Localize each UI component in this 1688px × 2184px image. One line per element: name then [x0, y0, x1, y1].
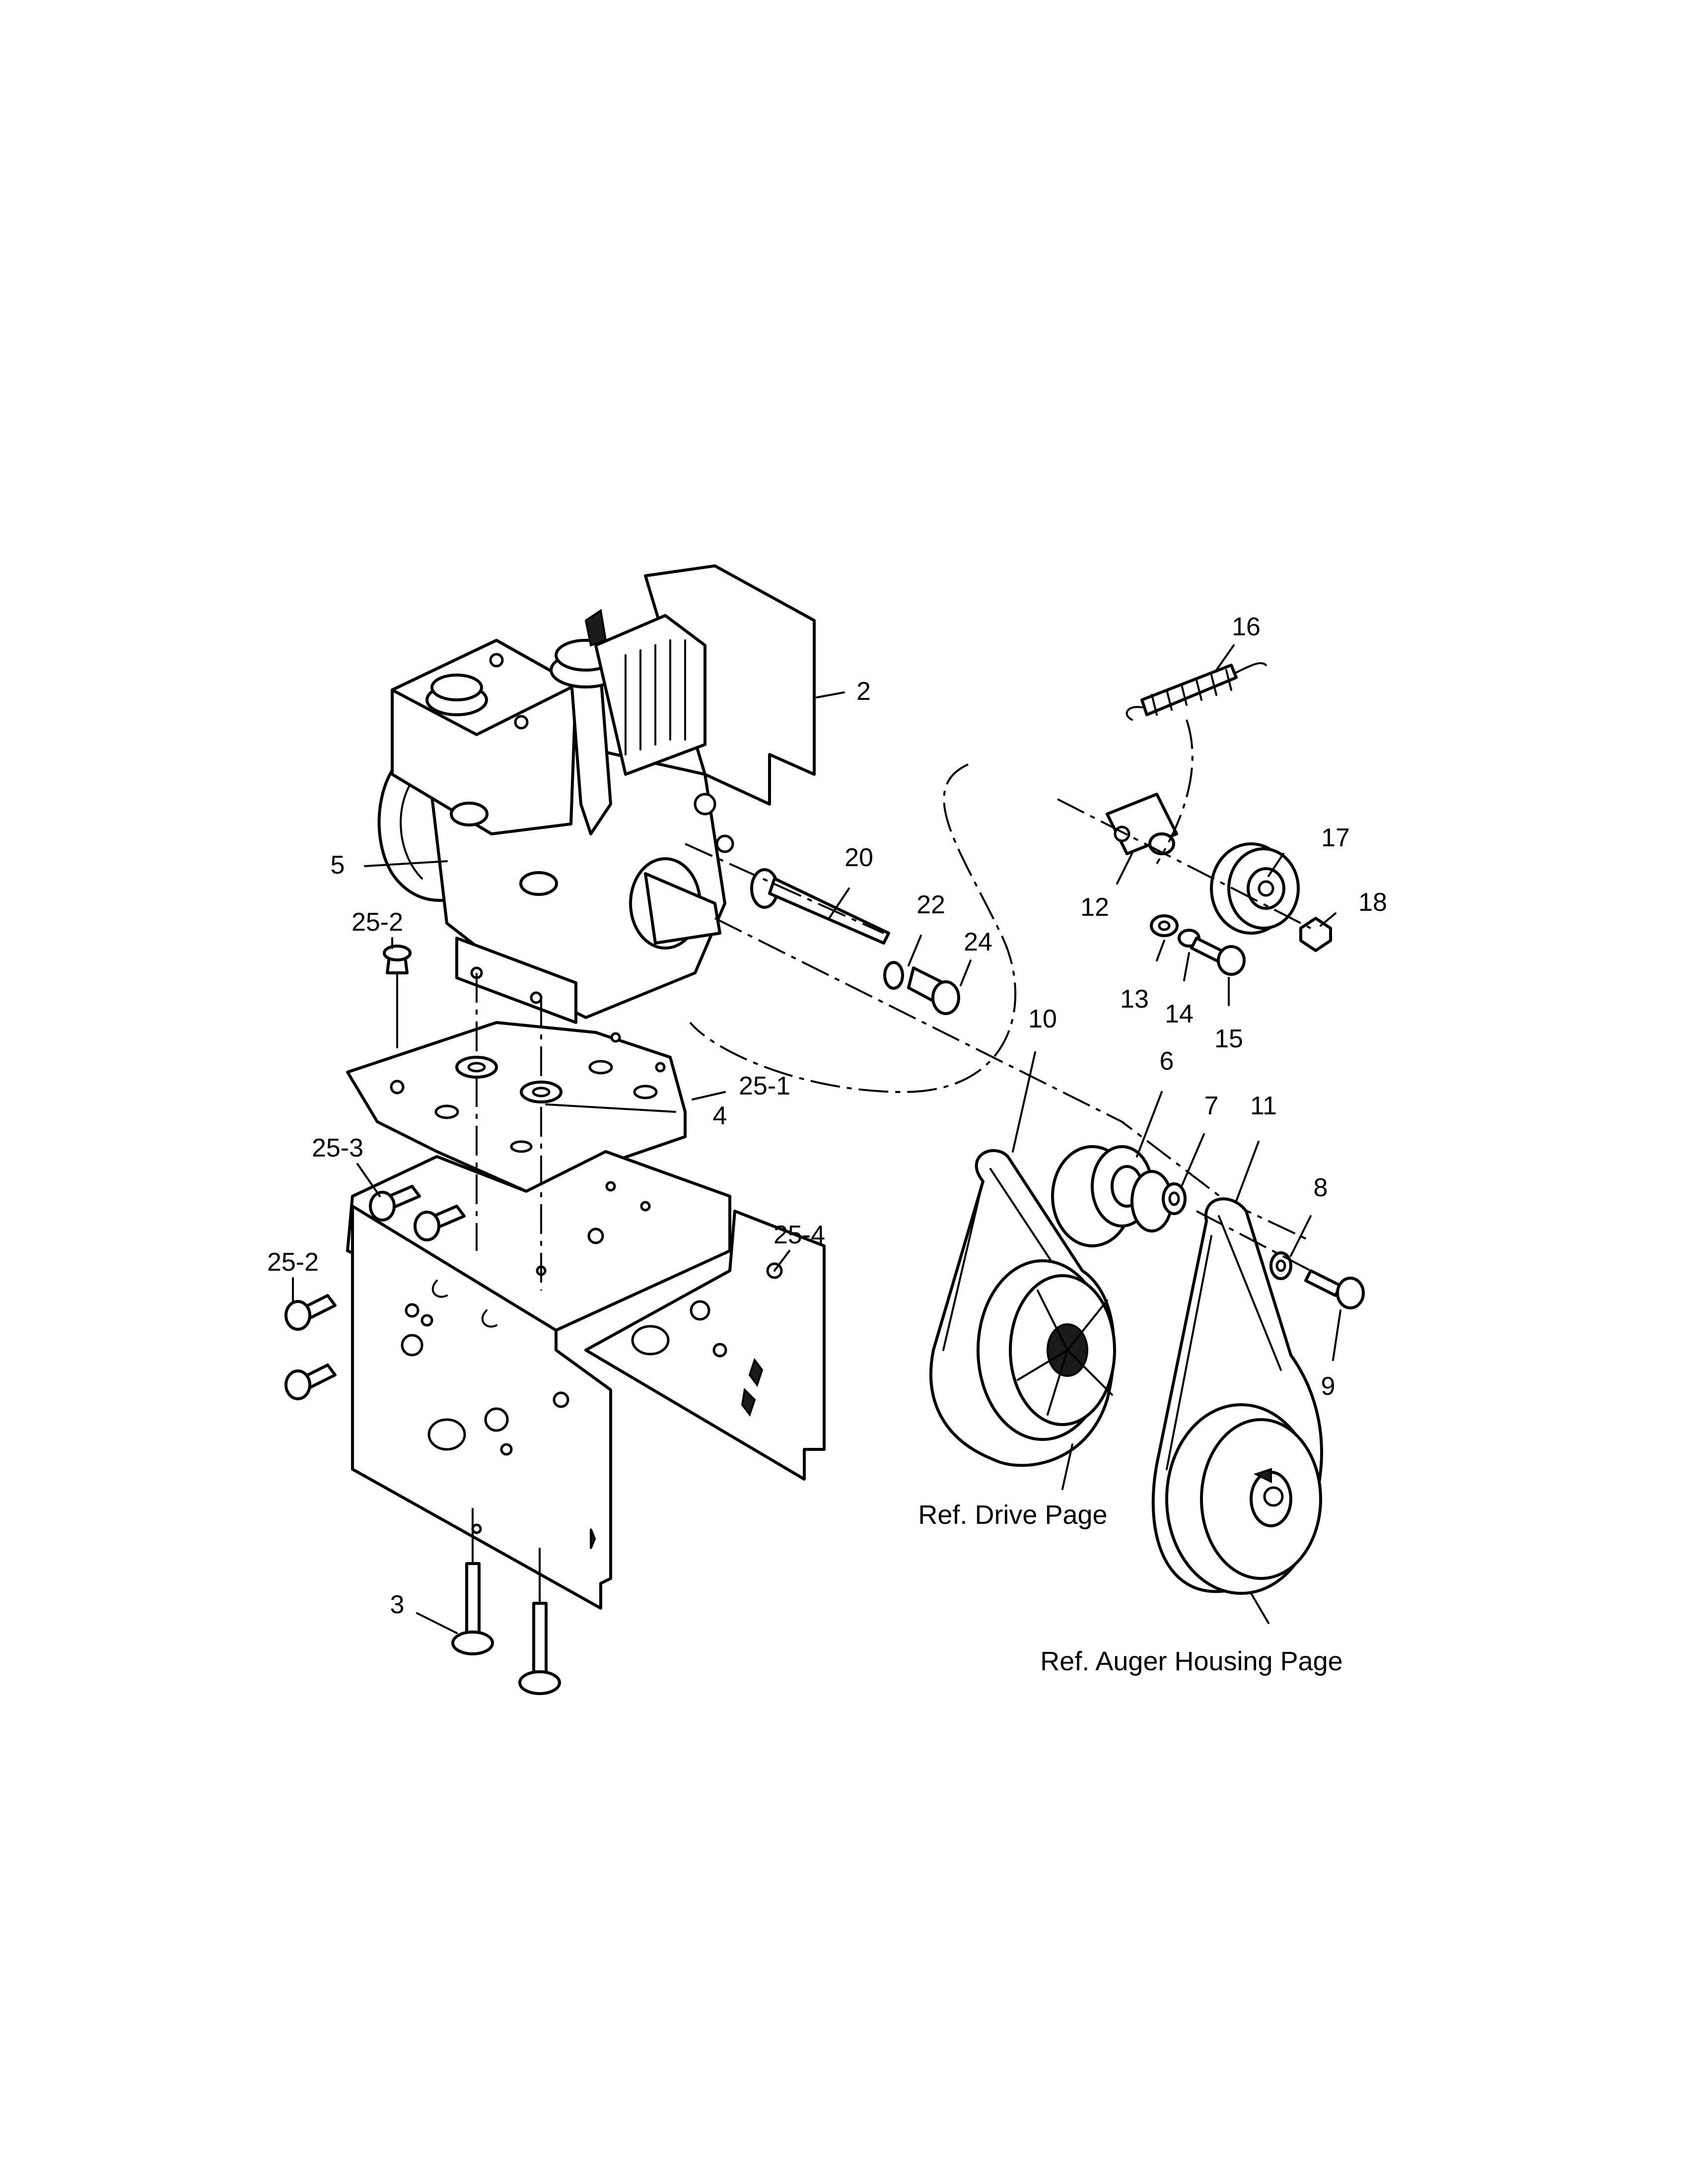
callout-5: 5: [331, 851, 345, 880]
callout-25-2-top: 25-2: [352, 908, 403, 937]
callout-6: 6: [1160, 1047, 1174, 1076]
engine: [377, 564, 816, 1024]
ref-auger-housing-page: Ref. Auger Housing Page: [1040, 1646, 1342, 1676]
callout-12: 12: [1080, 893, 1109, 922]
callout-25-4: 25-4: [774, 1221, 825, 1249]
callout-13: 13: [1120, 985, 1149, 1014]
callout-24: 24: [964, 928, 992, 956]
callout-16: 16: [1232, 613, 1261, 641]
drive-pulleys: [929, 1145, 1365, 1595]
callout-3: 3: [390, 1590, 405, 1619]
mount-screws: [284, 945, 561, 1695]
callout-9: 9: [1321, 1372, 1336, 1401]
callout-18: 18: [1358, 888, 1387, 917]
callout-25-2-lower: 25-2: [267, 1248, 319, 1277]
callout-17: 17: [1321, 823, 1350, 852]
callout-11: 11: [1250, 1092, 1277, 1120]
callout-25-3: 25-3: [312, 1134, 363, 1162]
callout-10: 10: [1028, 1005, 1057, 1033]
callout-labels: 2 5 25-2 25-1 4 25-3 25-4 25-2 3 16 17 1…: [267, 613, 1387, 1676]
mount-plate: [346, 1021, 687, 1193]
callout-8: 8: [1314, 1173, 1328, 1202]
callout-20: 20: [844, 843, 873, 872]
callout-22: 22: [916, 890, 945, 919]
idler-assembly: [689, 662, 1332, 1093]
callout-25-1: 25-1: [739, 1072, 790, 1100]
callout-2: 2: [856, 677, 871, 706]
callout-4: 4: [713, 1101, 727, 1130]
callout-7: 7: [1204, 1092, 1219, 1120]
crankshaft-hardware: [685, 843, 1311, 1242]
frame: [346, 1150, 826, 1610]
callout-14: 14: [1165, 1000, 1194, 1028]
ref-drive-page: Ref. Drive Page: [918, 1500, 1107, 1530]
leader-lines: [292, 644, 1341, 1634]
callout-15: 15: [1214, 1024, 1243, 1053]
